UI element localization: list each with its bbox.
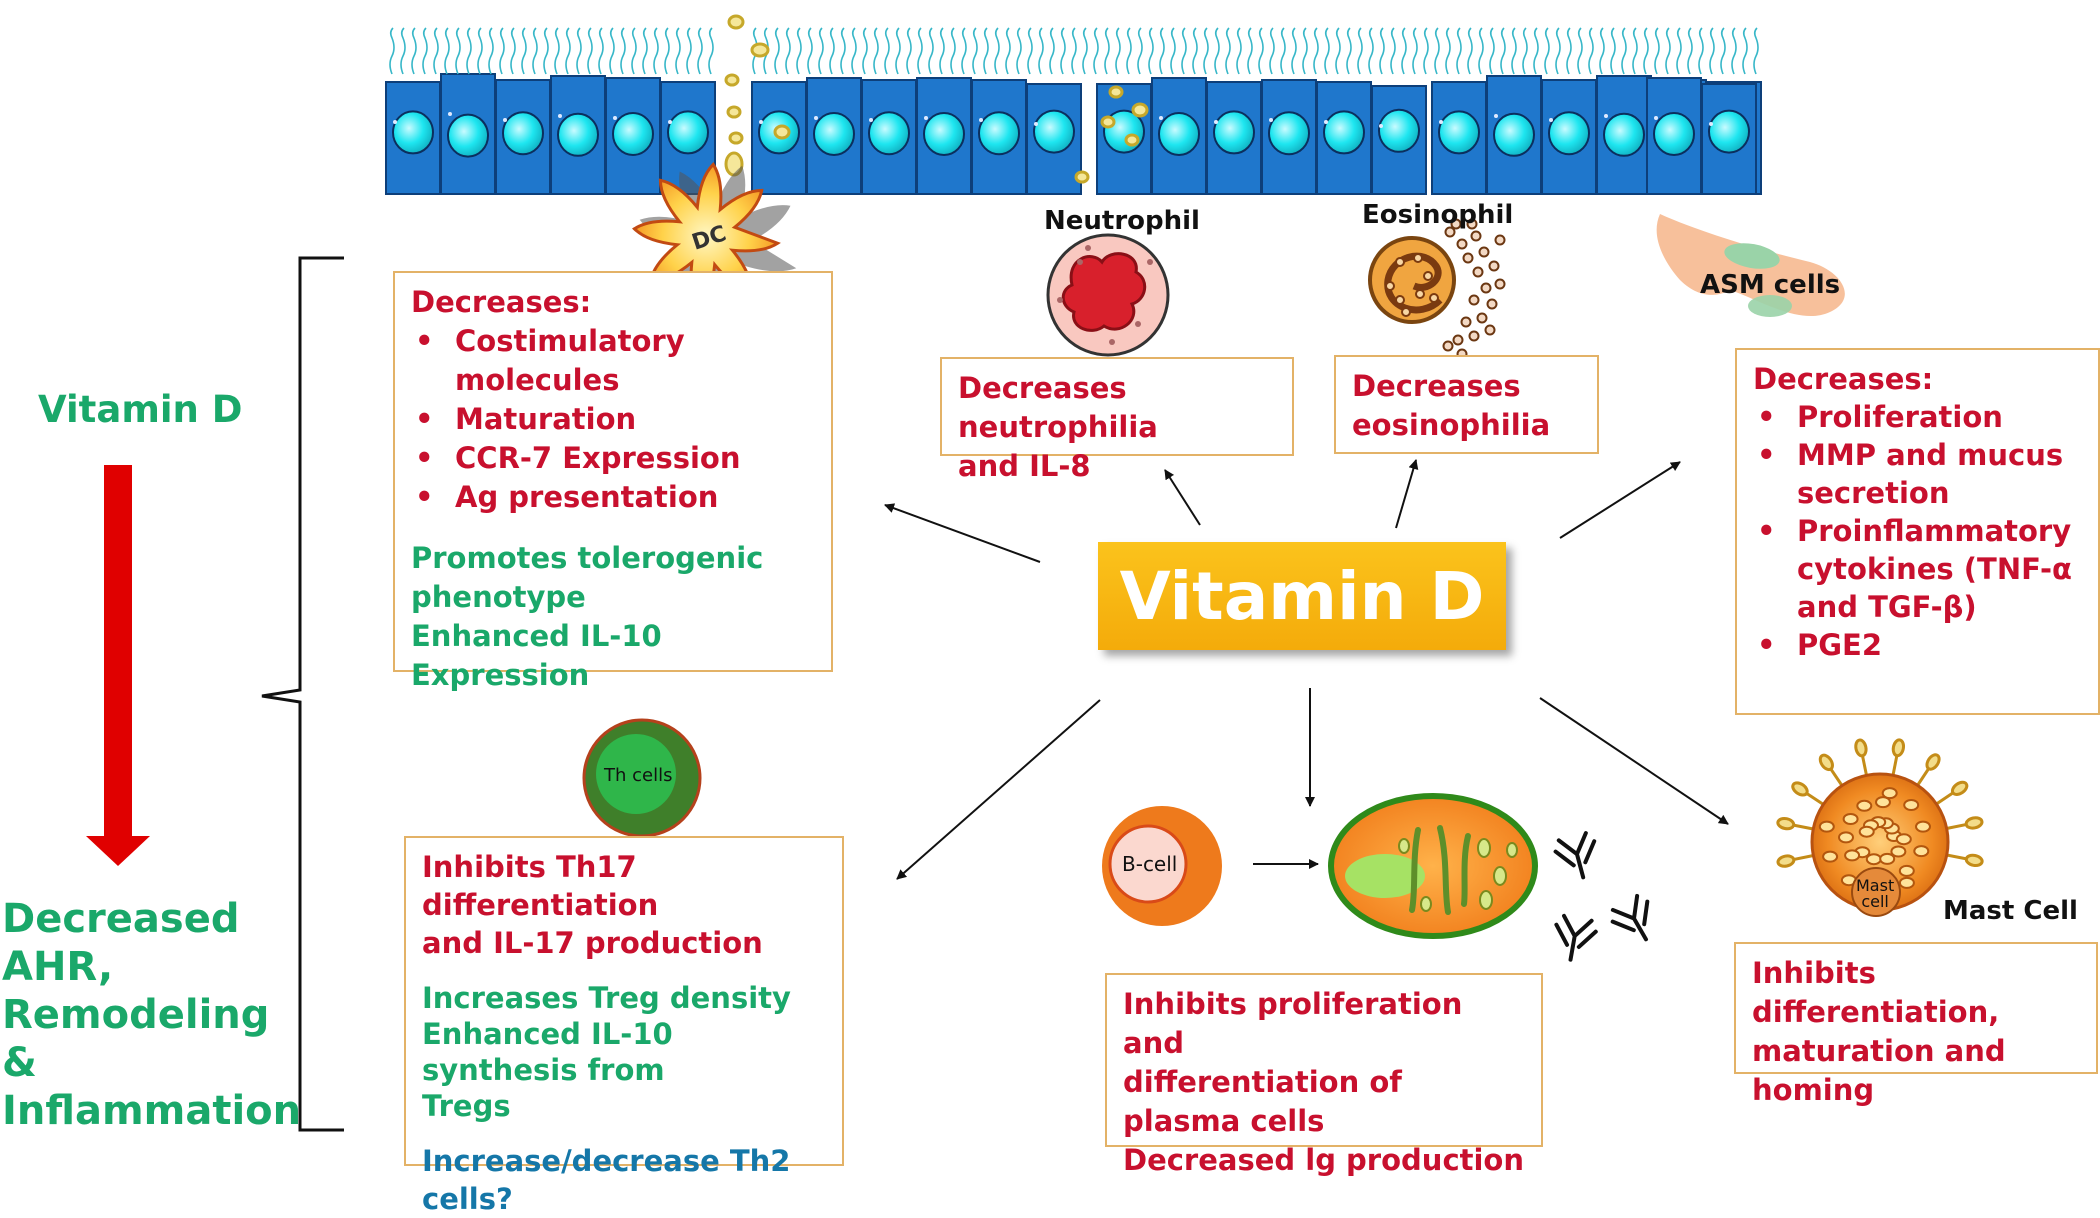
antibody-icons bbox=[1553, 831, 1650, 962]
epithelial-cell bbox=[440, 73, 496, 195]
eosinophil-icon bbox=[1368, 218, 1506, 360]
epithelial-cell bbox=[1371, 85, 1427, 195]
asm-cell-icon bbox=[1656, 214, 1845, 317]
epithelial-cell bbox=[550, 75, 606, 195]
dc-effects-box: Decreases: Costimulatory molecules Matur… bbox=[393, 271, 833, 692]
left-outcome: Decreased AHR, Remodeling & Inflammation bbox=[2, 895, 301, 1135]
eosinophil-label: Eosinophil bbox=[1362, 200, 1514, 230]
eosinophil-line: eosinophilia bbox=[1352, 408, 1551, 442]
th-green-line: Enhanced IL-10 synthesis from bbox=[422, 1017, 673, 1087]
left-outcome-line: AHR, bbox=[2, 944, 114, 990]
epithelial-cell bbox=[1151, 77, 1207, 195]
epithelial-cell bbox=[1096, 83, 1152, 195]
left-outcome-line: & bbox=[2, 1040, 37, 1086]
epithelial-cell bbox=[1431, 81, 1487, 195]
epithelial-cell bbox=[806, 77, 862, 195]
neutrophil-effects-box: Decreases neutrophilia and IL-8 bbox=[940, 357, 1294, 483]
eosinophil-effects-box: Decreases eosinophilia bbox=[1334, 355, 1599, 454]
epithelial-cell bbox=[605, 77, 661, 195]
vitamin-d-center-box: Vitamin D bbox=[1098, 542, 1506, 650]
bcell-line: differentiation of plasma cells bbox=[1123, 1065, 1402, 1138]
epithelial-cell bbox=[1596, 75, 1652, 195]
b-cell-icon bbox=[1102, 806, 1222, 926]
airway-epithelium bbox=[385, 73, 1762, 195]
asm-bullet: MMP and mucus secretion bbox=[1753, 436, 2082, 512]
th-blue-line: Increase/decrease Th2 cells? bbox=[422, 1144, 791, 1216]
asm-bullet: PGE2 bbox=[1753, 626, 2082, 664]
mast-line: maturation and homing bbox=[1752, 1034, 2006, 1107]
red-down-arrow bbox=[86, 465, 150, 866]
asm-bullet: Proinflammatory cytokines (TNF-α and TGF… bbox=[1753, 512, 2082, 626]
epithelial-cell bbox=[971, 79, 1027, 195]
mast-inner-label: Mast cell bbox=[1856, 876, 1895, 911]
epithelial-cell bbox=[861, 79, 917, 195]
diagram-graphics bbox=[86, 14, 1984, 1132]
epithelial-cell bbox=[1486, 75, 1542, 195]
vitamin-d-arrows bbox=[884, 459, 1729, 880]
dc-bullet: Ag presentation bbox=[411, 478, 815, 517]
asm-heading: Decreases: bbox=[1753, 362, 1934, 396]
mast-line: Inhibits differentiation, bbox=[1752, 956, 2000, 1029]
asm-bullet: Proliferation bbox=[1753, 398, 2082, 436]
dc-green-line: phenotype bbox=[411, 580, 586, 614]
epithelial-cell bbox=[495, 79, 551, 195]
bcell-label: B-cell bbox=[1122, 852, 1178, 876]
asm-label: ASM cells bbox=[1700, 270, 1841, 300]
epithelial-cell bbox=[1646, 77, 1702, 195]
epithelial-cell bbox=[1261, 79, 1317, 195]
neutrophil-line: and IL-8 bbox=[958, 449, 1091, 483]
plasma-cell-icon bbox=[1328, 793, 1538, 939]
neutrophil-icon bbox=[1046, 233, 1170, 357]
bcell-line: Inhibits proliferation and bbox=[1123, 987, 1463, 1060]
left-title: Vitamin D bbox=[38, 388, 243, 431]
diagram-canvas: Vitamin D Decreased AHR, Remodeling & In… bbox=[0, 0, 2100, 1167]
epithelial-cell bbox=[1701, 83, 1757, 195]
bcell-effects-box: Inhibits proliferation and differentiati… bbox=[1105, 973, 1543, 1177]
dc-heading: Decreases: bbox=[411, 285, 592, 319]
bcell-line: Decreased lg production bbox=[1123, 1143, 1525, 1177]
dc-bullet: Costimulatory molecules bbox=[411, 322, 815, 400]
th-effects-box: Inhibits Th17 differentiation and IL-17 … bbox=[404, 836, 844, 1216]
epithelial-cell bbox=[385, 81, 441, 195]
epithelial-cell bbox=[1316, 81, 1372, 195]
th-green-line: Increases Treg density bbox=[422, 981, 791, 1015]
dc-bullet: CCR-7 Expression bbox=[411, 439, 815, 478]
mast-cell-icon bbox=[1776, 738, 1984, 917]
dc-green-line: Promotes tolerogenic bbox=[411, 541, 764, 575]
mast-label: Mast Cell bbox=[1943, 896, 2078, 926]
cilia bbox=[389, 27, 1759, 75]
th-red-line: Inhibits Th17 differentiation bbox=[422, 850, 659, 922]
epithelial-cell bbox=[1206, 81, 1262, 195]
epithelial-cell bbox=[1026, 83, 1082, 195]
left-outcome-line: Decreased bbox=[2, 896, 240, 942]
left-bracket bbox=[261, 256, 344, 1132]
dc-green-line: Enhanced IL-10 Expression bbox=[411, 619, 662, 692]
left-outcome-line: Inflammation bbox=[2, 1088, 302, 1134]
epithelial-cell bbox=[1541, 79, 1597, 195]
th-red-line: and IL-17 production bbox=[422, 926, 763, 960]
asm-effects-box: Decreases: Proliferation MMP and mucus s… bbox=[1735, 348, 2100, 715]
epithelial-cell bbox=[916, 77, 972, 195]
dc-bullet: Maturation bbox=[411, 400, 815, 439]
vitamin-d-center-label: Vitamin D bbox=[1119, 557, 1485, 635]
neutrophil-line: Decreases neutrophilia bbox=[958, 371, 1158, 444]
eosinophil-line: Decreases bbox=[1352, 369, 1521, 403]
left-outcome-line: Remodeling bbox=[2, 992, 270, 1038]
th-label: Th cells bbox=[604, 765, 673, 786]
th-green-line: Tregs bbox=[422, 1089, 511, 1123]
mast-effects-box: Inhibits differentiation, maturation and… bbox=[1734, 942, 2098, 1107]
neutrophil-label: Neutrophil bbox=[1044, 206, 1200, 236]
